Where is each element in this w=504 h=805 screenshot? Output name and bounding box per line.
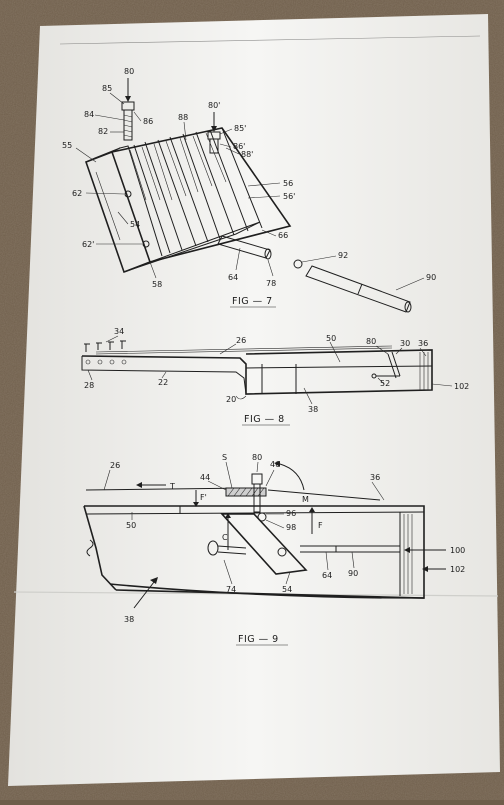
label-36: 36 <box>418 339 428 348</box>
label-86: 86 <box>143 117 153 126</box>
label-64: 64 <box>228 273 238 282</box>
label-82: 82 <box>98 127 108 136</box>
label-50: 50 <box>326 334 336 343</box>
moment-arrow-M-icon <box>274 461 305 491</box>
screw-80-fig9-icon <box>251 473 267 522</box>
label-C: C <box>222 533 228 542</box>
arrow-102-icon <box>422 566 446 572</box>
label-85-prime: 85' <box>234 124 246 133</box>
label-74: 74 <box>226 585 236 594</box>
label-38: 38 <box>308 405 318 414</box>
label-M: M <box>302 495 309 504</box>
label-55: 55 <box>62 141 72 150</box>
label-80: 80 <box>124 67 134 76</box>
break-symbol <box>86 539 94 557</box>
label-26: 26 <box>236 336 246 345</box>
pin-64-icon <box>217 235 272 260</box>
label-F: F <box>318 521 323 530</box>
label-S: S <box>222 453 227 462</box>
neck-outline <box>81 356 247 395</box>
string-26 <box>95 345 393 353</box>
figure-9: S 80 46 44 26 T F' 36 M 50 96 98 F C 100… <box>83 453 465 646</box>
label-90: 90 <box>426 273 436 282</box>
label-62: 62 <box>72 189 82 198</box>
label-90-fig9: 90 <box>348 569 358 578</box>
fig7-leaders <box>75 92 425 291</box>
figure-8: 34 26 50 80 30 36 28 22 20 38 52 102 FIG… <box>81 327 469 426</box>
label-34: 34 <box>114 327 124 336</box>
label-80-fig9: 80 <box>252 453 262 462</box>
label-88: 88 <box>178 113 188 122</box>
arrow-100-icon <box>404 547 446 553</box>
label-38-fig9: 38 <box>124 615 134 624</box>
label-84: 84 <box>84 110 94 119</box>
label-46: 46 <box>270 460 280 469</box>
label-F-prime: F' <box>200 493 207 502</box>
tuning-pegs-icon <box>84 340 127 365</box>
label-62-prime: 62' <box>82 240 94 249</box>
label-22: 22 <box>158 378 168 387</box>
label-58: 58 <box>152 280 162 289</box>
figure-7: 80 85 86 84 82 55 62 54 62' 58 80' 85' 8… <box>62 67 436 313</box>
fig7-caption: FIG — 7 <box>232 296 273 307</box>
label-102: 102 <box>454 382 469 391</box>
label-98: 98 <box>286 523 296 532</box>
label-20: 20 <box>226 395 236 404</box>
label-54-fig9: 54 <box>282 585 292 594</box>
label-36-fig9: 36 <box>370 473 380 482</box>
body-left-curve <box>83 505 117 591</box>
label-85: 85 <box>102 84 112 93</box>
label-52: 52 <box>380 379 390 388</box>
label-44: 44 <box>200 473 210 482</box>
label-100: 100 <box>450 546 465 555</box>
label-50-fig9: 50 <box>126 521 136 530</box>
label-88-prime: 88' <box>241 150 253 159</box>
rod-90-fig9-icon <box>300 545 400 553</box>
screw-80-icon <box>121 78 135 141</box>
label-64-fig9: 64 <box>322 571 332 580</box>
force-arrow-C-icon <box>225 513 231 550</box>
force-arrow-F-prime-icon <box>193 490 199 507</box>
top-surface-line <box>245 365 433 369</box>
label-78: 78 <box>266 279 276 288</box>
label-80-fig8: 80 <box>366 337 376 346</box>
fig9-leaders <box>103 461 385 585</box>
top-plate-line <box>85 511 425 515</box>
bridge-screw-icon <box>371 351 401 379</box>
paper-sheet <box>8 14 500 786</box>
label-86-prime: 86' <box>233 142 245 151</box>
label-54: 54 <box>130 220 140 229</box>
label-26-fig9: 26 <box>110 461 120 470</box>
label-30: 30 <box>400 339 410 348</box>
fig8-leaders <box>87 335 453 405</box>
label-28: 28 <box>84 381 94 390</box>
label-56-prime: 56' <box>283 192 295 201</box>
label-66: 66 <box>278 231 288 240</box>
label-56: 56 <box>283 179 293 188</box>
label-T: T <box>169 482 175 491</box>
label-80-prime: 80' <box>208 101 220 110</box>
fig8-caption: FIG — 8 <box>244 414 285 425</box>
pin-74-icon <box>207 540 247 556</box>
label-96: 96 <box>286 509 296 518</box>
label-92: 92 <box>338 251 348 260</box>
ball-92-icon <box>293 259 303 269</box>
rod-90-icon <box>305 265 412 313</box>
lever-54-icon <box>220 513 308 575</box>
tension-arrow-T-icon <box>136 482 166 488</box>
arrow-38-icon <box>133 577 158 609</box>
force-arrow-F-icon <box>309 507 315 534</box>
label-102-fig9: 102 <box>450 565 465 574</box>
fig9-caption: FIG — 9 <box>238 634 279 645</box>
